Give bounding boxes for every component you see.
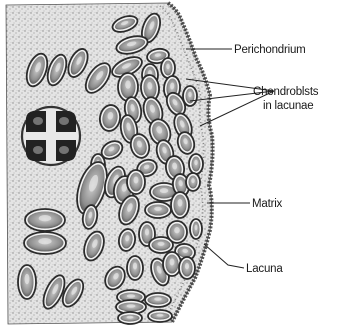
lacuna-cell <box>118 73 138 101</box>
lacuna-label: Lacuna <box>246 263 283 275</box>
lacuna-cell <box>118 312 142 324</box>
lacuna-cell <box>127 170 145 194</box>
lacuna-cell <box>145 202 171 218</box>
chondroblasts-label-line2: in lacunae <box>263 100 313 112</box>
lacuna-cell <box>171 192 189 218</box>
lacuna-cell <box>127 256 143 280</box>
lacuna-cell <box>161 58 175 78</box>
lacuna-cell <box>148 310 172 322</box>
lacuna-cell <box>189 154 203 174</box>
lacuna-cell <box>24 232 66 254</box>
lacuna-cell <box>25 209 65 231</box>
matrix-label: Matrix <box>252 198 283 210</box>
lacuna-cell <box>18 265 36 299</box>
perichondrium-label: Perichondrium <box>234 44 306 56</box>
lacuna-cell <box>167 221 187 243</box>
lacuna-leader <box>204 244 244 268</box>
lacuna-cell <box>190 219 202 239</box>
lacuna-cell <box>145 293 171 307</box>
chondroblasts-label-line1: Chondroblsts <box>253 86 319 98</box>
lacuna-cell <box>179 257 195 279</box>
lacuna-cell <box>186 173 200 191</box>
lacuna-cell <box>163 252 181 276</box>
lacuna-cell <box>183 86 197 106</box>
isogenous-cell-group <box>22 107 80 165</box>
